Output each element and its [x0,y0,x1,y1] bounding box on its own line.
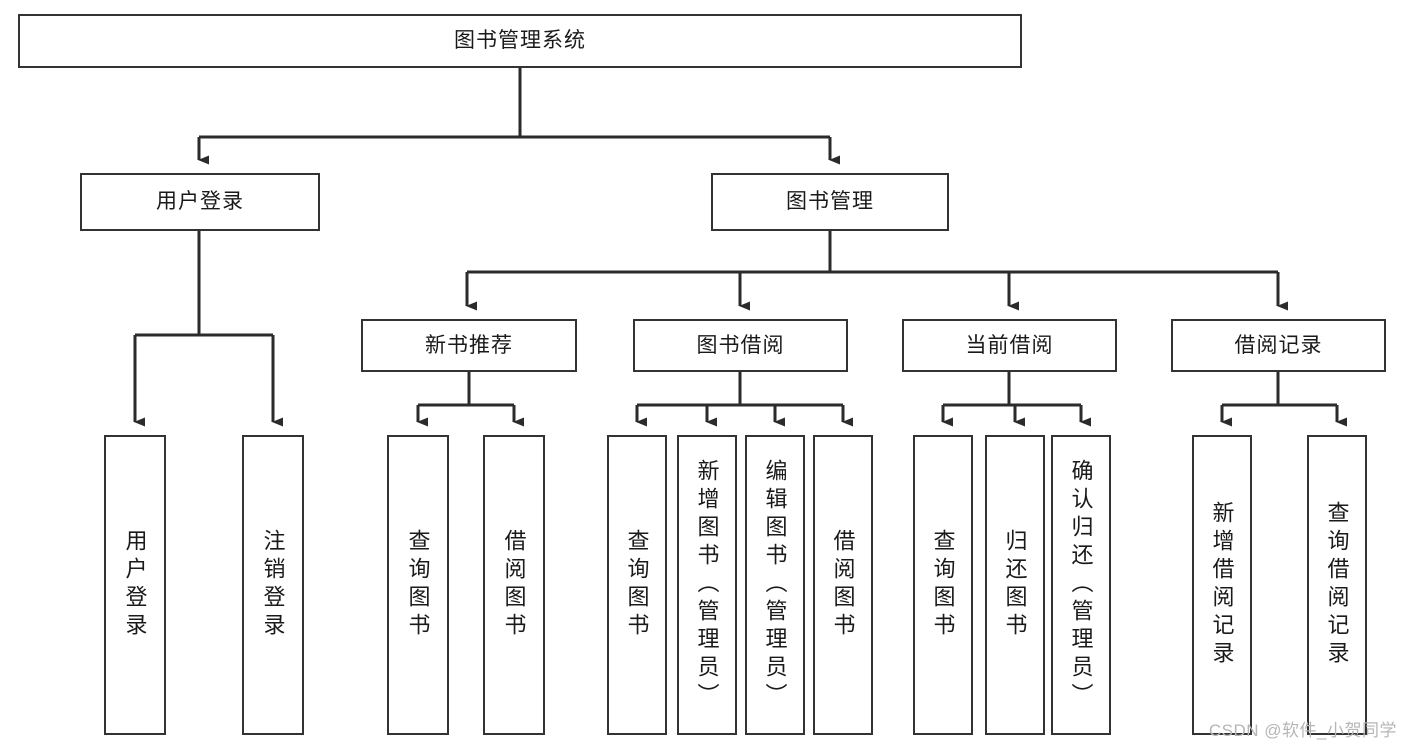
node-borrow-records-label: 借阅记录 [1234,333,1323,357]
node-leaf-query-borrow-record[interactable]: 查询借阅记录 [1307,435,1367,735]
node-leaf-borrow-book-recommend-label: 借阅图书 [501,529,527,641]
node-user-login[interactable]: 用户登录 [80,173,320,231]
node-leaf-logout-label: 注销登录 [260,529,286,641]
node-leaf-add-book-admin-label: 新增图书（管理员） [694,459,720,711]
node-book-management-label: 图书管理 [786,190,874,214]
watermark: CSDN @软件_小贺同学 [1208,721,1397,740]
node-leaf-query-book-current-label: 查询图书 [930,529,956,641]
node-leaf-add-borrow-record-label: 新增借阅记录 [1209,501,1235,669]
node-new-book-recommend[interactable]: 新书推荐 [361,319,577,372]
node-leaf-borrow-book-label: 借阅图书 [830,529,856,641]
node-leaf-query-borrow-record-label: 查询借阅记录 [1324,501,1350,669]
node-current-borrow[interactable]: 当前借阅 [902,319,1117,372]
node-book-borrow[interactable]: 图书借阅 [633,319,848,372]
node-leaf-user-login[interactable]: 用户登录 [104,435,166,735]
node-leaf-user-login-label: 用户登录 [122,529,148,641]
node-leaf-borrow-book[interactable]: 借阅图书 [813,435,873,735]
node-leaf-add-book-admin[interactable]: 新增图书（管理员） [677,435,737,735]
node-leaf-query-book-borrow-label: 查询图书 [624,529,650,641]
node-leaf-edit-book-admin[interactable]: 编辑图书（管理员） [745,435,805,735]
node-leaf-edit-book-admin-label: 编辑图书（管理员） [762,459,788,711]
node-user-login-label: 用户登录 [156,190,244,214]
node-borrow-records[interactable]: 借阅记录 [1171,319,1386,372]
node-leaf-confirm-return-admin[interactable]: 确认归还（管理员） [1051,435,1111,735]
node-leaf-query-book-current[interactable]: 查询图书 [913,435,973,735]
node-leaf-confirm-return-admin-label: 确认归还（管理员） [1068,459,1094,711]
node-book-management[interactable]: 图书管理 [711,173,949,231]
node-root-label: 图书管理系统 [454,29,586,53]
node-leaf-borrow-book-recommend[interactable]: 借阅图书 [483,435,545,735]
node-leaf-add-borrow-record[interactable]: 新增借阅记录 [1192,435,1252,735]
node-leaf-logout[interactable]: 注销登录 [242,435,304,735]
node-new-book-recommend-label: 新书推荐 [425,333,513,357]
node-leaf-return-book[interactable]: 归还图书 [985,435,1045,735]
node-leaf-query-book-borrow[interactable]: 查询图书 [607,435,667,735]
node-root[interactable]: 图书管理系统 [18,14,1022,68]
node-leaf-query-book-recommend[interactable]: 查询图书 [387,435,449,735]
node-current-borrow-label: 当前借阅 [965,333,1054,357]
node-leaf-query-book-recommend-label: 查询图书 [405,529,431,641]
node-book-borrow-label: 图书借阅 [696,333,785,357]
node-leaf-return-book-label: 归还图书 [1002,529,1028,641]
